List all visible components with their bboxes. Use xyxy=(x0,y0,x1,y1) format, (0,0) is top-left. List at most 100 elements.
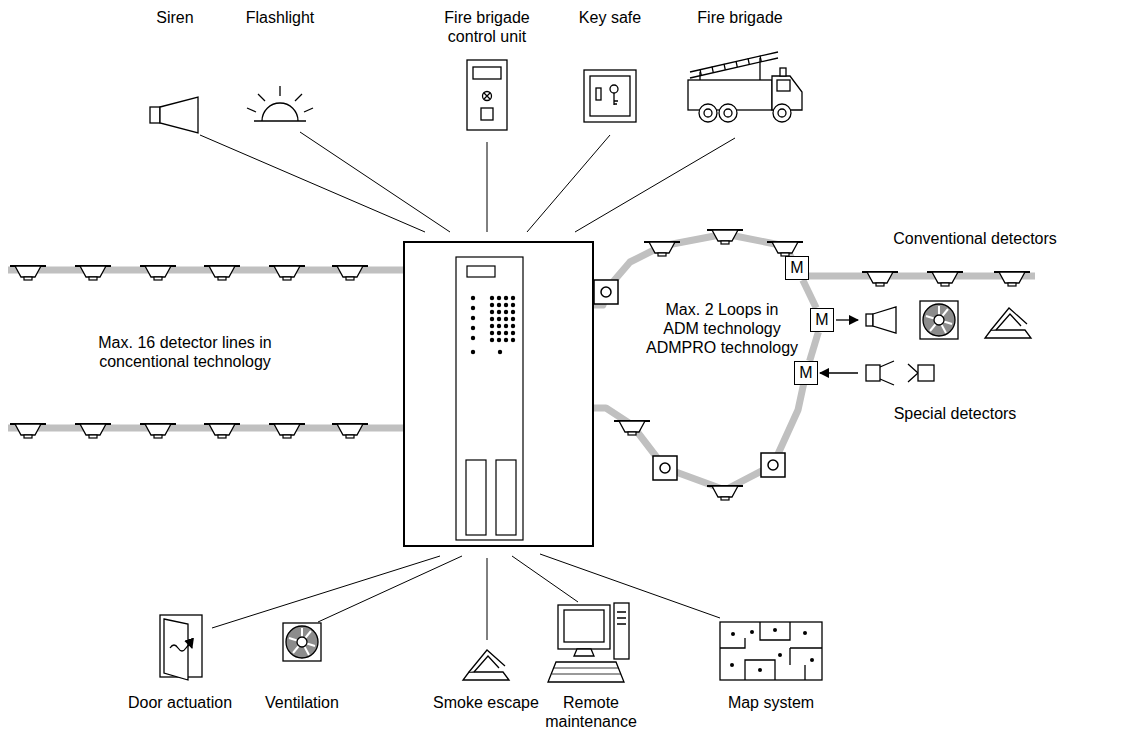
key-safe-symbol xyxy=(614,93,618,105)
flashlight-symbol xyxy=(279,86,280,96)
fire-brigade-control-unit-symbol xyxy=(473,67,501,79)
detector-symbol xyxy=(89,435,97,438)
detector-symbol xyxy=(649,242,675,253)
computer-symbol xyxy=(614,603,629,659)
ventilation-symbol xyxy=(286,626,318,658)
control-panel xyxy=(511,317,515,321)
control-panel xyxy=(497,338,501,342)
module-letter: M xyxy=(815,311,828,329)
control-panel xyxy=(471,326,475,330)
fire-brigade-control-unit-symbol xyxy=(467,60,507,130)
caption-label: Special detectors xyxy=(855,404,1055,423)
fire-brigade-control-unit-symbol xyxy=(483,92,492,101)
computer-symbol xyxy=(558,605,610,649)
control-panel xyxy=(404,242,593,546)
control-panel xyxy=(471,306,475,310)
computer-symbol xyxy=(564,610,604,642)
detector-symbol xyxy=(269,266,305,280)
map-system-symbol xyxy=(773,628,777,632)
computer-symbol xyxy=(617,612,626,624)
caption-label: Remote maintenance xyxy=(526,693,656,731)
detector-symbol xyxy=(269,424,305,438)
control-panel xyxy=(511,331,515,335)
fire-truck-symbol xyxy=(690,52,778,78)
key-safe-symbol xyxy=(584,70,636,122)
caption-label: Key safe xyxy=(555,8,665,27)
panel-wires xyxy=(200,135,425,232)
ventilation-symbol xyxy=(934,315,944,325)
flashlight-symbol xyxy=(262,103,298,121)
map-system-symbol xyxy=(730,628,814,672)
loop-module-symbol xyxy=(653,456,677,480)
module-box: M xyxy=(810,308,834,332)
module-outputs xyxy=(836,319,858,320)
key-safe-symbol xyxy=(596,88,601,100)
map-system-symbol xyxy=(758,668,762,672)
map-system-symbol xyxy=(720,622,822,680)
smoke-escape-symbol xyxy=(474,656,499,672)
fire-truck-symbol xyxy=(773,104,791,122)
caption-label: Fire brigade xyxy=(675,8,805,27)
detector-symbol xyxy=(15,424,41,435)
detector-symbol xyxy=(154,435,162,438)
fire-truck-symbol xyxy=(699,104,717,122)
caption-label: Fire brigade control unit xyxy=(422,8,552,46)
control-panel xyxy=(490,303,494,307)
fire-brigade-control-unit-symbol xyxy=(467,60,507,130)
detector-symbol xyxy=(614,421,650,435)
caption-label: Siren xyxy=(115,8,235,27)
detector-symbol xyxy=(721,241,729,244)
caption-label: Max. 16 detector lines in concentional t… xyxy=(55,333,315,371)
loop-segment xyxy=(803,280,816,308)
door-actuation-symbol xyxy=(170,645,192,651)
detector-symbol xyxy=(274,266,300,277)
detector-symbol xyxy=(867,272,893,283)
map-system-symbol xyxy=(803,631,807,635)
detector-symbol xyxy=(712,230,738,241)
module-outputs xyxy=(820,372,858,373)
control-panel xyxy=(490,310,494,314)
panel-wires xyxy=(318,556,462,622)
detector-symbol xyxy=(707,230,743,244)
module-box: M xyxy=(794,361,818,385)
siren-symbol xyxy=(873,307,896,333)
siren-symbol xyxy=(866,314,873,326)
computer-symbol xyxy=(574,649,594,656)
control-panel xyxy=(504,324,508,328)
caption-label: Smoke escape xyxy=(416,693,556,712)
detector-symbol xyxy=(218,277,226,280)
control-panel xyxy=(498,350,502,354)
detector-symbol xyxy=(712,486,738,497)
detector-symbol xyxy=(204,266,240,280)
control-panel xyxy=(511,324,515,328)
module-letter: M xyxy=(799,364,812,382)
detector-symbol xyxy=(876,283,884,286)
caption-label: Flashlight xyxy=(220,8,340,27)
detector-symbol xyxy=(154,277,162,280)
detector-symbol xyxy=(772,242,798,253)
detector-symbol xyxy=(283,277,291,280)
control-panel xyxy=(511,338,515,342)
flashlight-symbol xyxy=(295,94,302,101)
fire-truck-symbol xyxy=(780,68,786,76)
detector-symbol xyxy=(707,486,743,500)
door-actuation-symbol xyxy=(160,615,202,680)
control-panel xyxy=(497,331,501,335)
panel-wires xyxy=(212,556,440,628)
control-panel xyxy=(504,296,508,300)
control-panel xyxy=(471,296,515,354)
control-panel xyxy=(504,303,508,307)
detector-symbol xyxy=(24,277,32,280)
panel-wires xyxy=(487,142,488,232)
fire-truck-symbol xyxy=(700,56,761,76)
fire-truck-symbol xyxy=(778,109,786,117)
detector-symbol xyxy=(283,435,291,438)
ventilation-symbol xyxy=(283,623,321,661)
control-panel xyxy=(504,310,508,314)
ventilation-symbol xyxy=(289,628,315,655)
detector-symbol xyxy=(274,424,300,435)
ventilation-symbol xyxy=(297,637,307,647)
control-panel xyxy=(504,338,508,342)
